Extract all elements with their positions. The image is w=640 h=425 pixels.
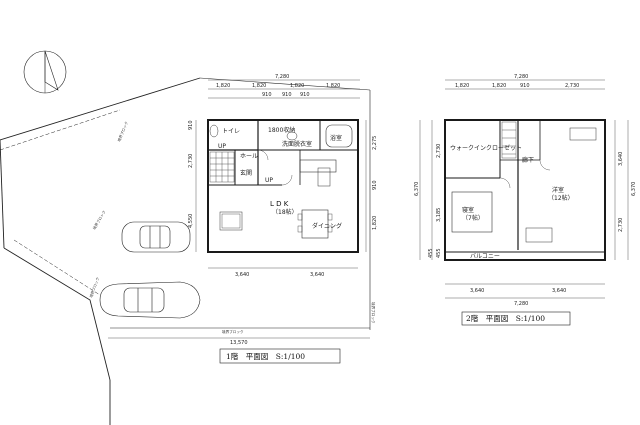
f1-right-dim-0: 2,275 (372, 136, 378, 150)
f2-walkin-label: ウォークインクローゼット (450, 144, 522, 152)
f1-ldk-size: （18帖） (272, 208, 298, 216)
car-large (99, 281, 201, 319)
f2-bedroom-label: 寝室 (462, 206, 474, 214)
f1-top-inner-1: 910 (282, 92, 292, 98)
f1-left-dim-1: 2,730 (188, 154, 194, 168)
f1-washroom-label: 洗面脱衣室 (282, 140, 312, 148)
floor2-caption: 2階 平面図 S:1/100 (466, 313, 545, 323)
f2-balcony-label: バルコニー (470, 253, 500, 260)
f2-right-dim-1: 2,730 (618, 218, 624, 232)
f1-bottom-dim-0: 3,640 (235, 272, 249, 278)
f1-bath-label: 浴室 (330, 134, 342, 142)
f1-up-label-1: UP (218, 143, 226, 150)
f1-top-dim-0: 1,820 (216, 83, 230, 89)
f1-shelf-label: 1800収納 (268, 126, 295, 134)
north-arrow-icon (23, 50, 67, 94)
f1-top-dim-1: 1,820 (252, 83, 266, 89)
f2-left-total: 6,370 (414, 182, 420, 196)
svg-text:境界ブロック: 境界ブロック (222, 329, 244, 334)
f2-left-dim-2: 455 (436, 248, 442, 258)
f1-top-dim-2: 1,820 (290, 83, 304, 89)
f1-top-inner-0: 910 (262, 92, 272, 98)
floor1-caption: 1階 平面図 S:1/100 (226, 351, 305, 361)
svg-text:境界ブロック: 境界ブロック (88, 276, 100, 298)
f2-western-size: （12帖） (548, 194, 574, 202)
f2-bottom-dim-0: 3,640 (470, 288, 484, 294)
f2-right-dim-0: 3,640 (618, 152, 624, 166)
f2-left-dim-1: 3,185 (436, 208, 442, 222)
f1-overall-width: 7,280 (275, 74, 289, 80)
svg-text:境界ブロック: 境界ブロック (371, 302, 376, 324)
floor2-plan: 7,280 1,820 1,820 910 2,730 ウォー (414, 74, 637, 326)
f1-right-dim-2: 1,820 (372, 216, 378, 230)
f2-overall-width: 7,280 (514, 74, 528, 80)
f1-top-inner-2: 910 (300, 92, 310, 98)
f2-left-dim-3: 455 (428, 248, 434, 258)
f2-bottom-dim-1: 3,640 (552, 288, 566, 294)
f2-corridor-label: 廊下 (522, 156, 534, 164)
f1-left-dim-2: 4,550 (188, 214, 194, 228)
f1-bottom-dim-1: 3,640 (310, 272, 324, 278)
f1-ldk-label: L D K (270, 200, 289, 208)
site-dim-text: 13,570 (230, 340, 248, 346)
f2-bedroom-size: （7帖） (462, 214, 484, 222)
f2-top-dim-1: 1,820 (492, 83, 506, 89)
svg-text:境界ブロック: 境界ブロック (92, 209, 107, 231)
f2-left-dim-0: 2,730 (436, 144, 442, 158)
f1-left-dim-0: 910 (188, 120, 194, 130)
f2-right-total: 6,370 (631, 182, 637, 196)
svg-text:境界ブロック: 境界ブロック (116, 120, 129, 142)
f1-right-dim-1: 910 (372, 180, 378, 190)
car-small (121, 221, 191, 253)
f1-hall-label: ホール (240, 153, 258, 160)
f1-top-dim-3: 1,820 (326, 83, 340, 89)
f1-toilet-label: トイレ (222, 128, 240, 135)
f2-bottom-total: 7,280 (514, 301, 528, 307)
f2-top-dim-0: 1,820 (455, 83, 469, 89)
f2-top-dim-2: 910 (520, 83, 530, 89)
floor1-plan: 7,280 1,820 1,820 1,820 1,820 910 910 91… (188, 74, 378, 364)
f1-up-label-2: UP (265, 177, 273, 184)
f2-western-label: 洋室 (552, 186, 564, 194)
f1-entrance-label: 玄関 (240, 169, 252, 177)
site-dimension-bottom: 13,570 (108, 337, 370, 346)
f2-top-dim-3: 2,730 (565, 83, 579, 89)
f1-dining-label: ダイニング (312, 222, 342, 230)
